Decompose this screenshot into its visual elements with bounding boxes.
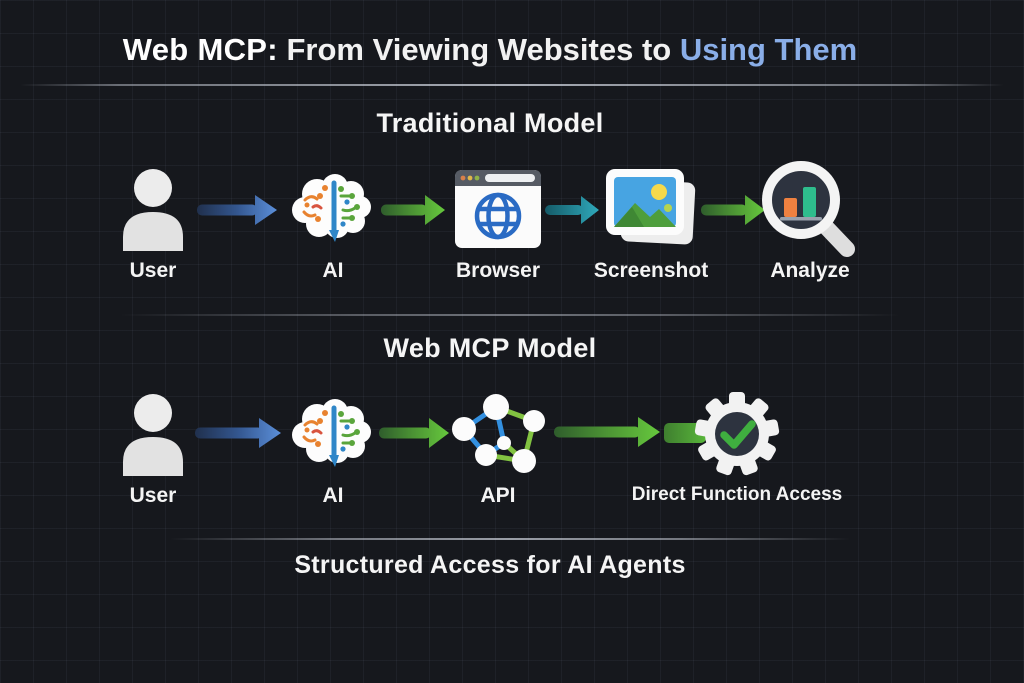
flow-arrow-blue-icon [197,195,277,225]
step-ai: AI [263,163,403,283]
footer-divider [170,538,850,540]
flow-arrow-green-icon [701,195,765,225]
step-label: AI [322,484,344,507]
gear-check-icon [690,388,784,480]
step-user: User [83,163,223,283]
flow-arrow-green-icon [554,417,660,447]
ai-brain-icon [291,388,375,480]
flow-arrow-teal-icon [545,196,599,224]
section-heading-webmcp: Web MCP Model [383,333,597,363]
title-prefix: Web MCP: [122,32,278,67]
section-divider [120,314,900,316]
screenshot-icon [602,163,700,255]
step-label: AI [322,259,344,282]
step-api: API [428,388,568,508]
api-network-icon [450,388,546,480]
title-divider [20,84,1004,86]
title-highlight: Using Them [679,32,858,67]
step-label: Analyze [770,259,850,282]
step-label: User [129,259,177,282]
step-label: Screenshot [593,259,709,282]
browser-icon [455,163,541,255]
step-ai: AI [263,388,403,508]
page-title: Web MCP: From Viewing Websites to Using … [0,32,980,68]
magnifier-chart-icon [757,161,863,257]
title-middle: From Viewing Websites to [286,32,680,67]
user-icon [120,163,186,255]
step-user: User [83,388,223,508]
section-heading-traditional: Traditional Model [376,108,604,138]
user-icon [120,388,186,480]
step-analyze: Analyze [740,161,880,283]
flow-arrow-green-icon [379,418,449,448]
step-browser: Browser [428,163,568,283]
step-label: Direct Function Access [631,484,843,505]
flow-arrow-blue-icon [195,418,281,448]
step-label: Browser [455,259,541,282]
step-direct-function-access: Direct Function Access [617,388,857,506]
flow-arrow-green-icon [381,195,445,225]
step-label: API [480,484,516,507]
footer-caption: Structured Access for AI Agents [294,551,686,579]
step-screenshot: Screenshot [581,163,721,283]
step-label: User [129,484,177,507]
ai-brain-icon [291,163,375,255]
